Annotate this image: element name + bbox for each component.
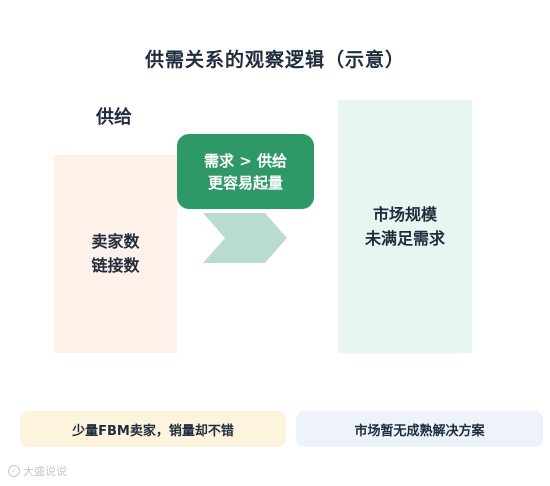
supply-box-line1: 卖家数 — [91, 232, 140, 251]
demand-box: 市场规模 未满足需求 — [338, 100, 472, 353]
supply-box-line2: 链接数 — [91, 256, 140, 275]
watermark-logo-icon: ✓ — [8, 465, 20, 477]
watermark: ✓ 大盛说说 — [8, 463, 67, 479]
demand-box-line1: 市场规模 — [372, 204, 437, 224]
chevron-arrow-shape — [203, 213, 287, 263]
badge-line1: 需求 > 供给 — [203, 151, 287, 170]
diagram-title: 供需关系的观察逻辑（示意） — [144, 49, 405, 71]
demand-box-line2: 未满足需求 — [364, 228, 445, 248]
supply-box: 卖家数 链接数 — [54, 155, 177, 353]
watermark-text: 大盛说说 — [23, 465, 67, 478]
supply-observation-pill: 少量FBM卖家，销量却不错 — [20, 411, 286, 447]
badge-line2: 更容易起量 — [207, 173, 283, 192]
demand-observation-pill: 市场暂无成熟解决方案 — [296, 411, 543, 447]
chevron-arrow-icon — [203, 213, 287, 263]
supply-box-text: 卖家数 链接数 — [91, 230, 139, 278]
demand-supply-badge: 需求 > 供给 更容易起量 — [177, 134, 314, 209]
supply-label: 供给 — [96, 107, 132, 128]
demand-box-text: 市场规模 未满足需求 — [365, 203, 445, 251]
